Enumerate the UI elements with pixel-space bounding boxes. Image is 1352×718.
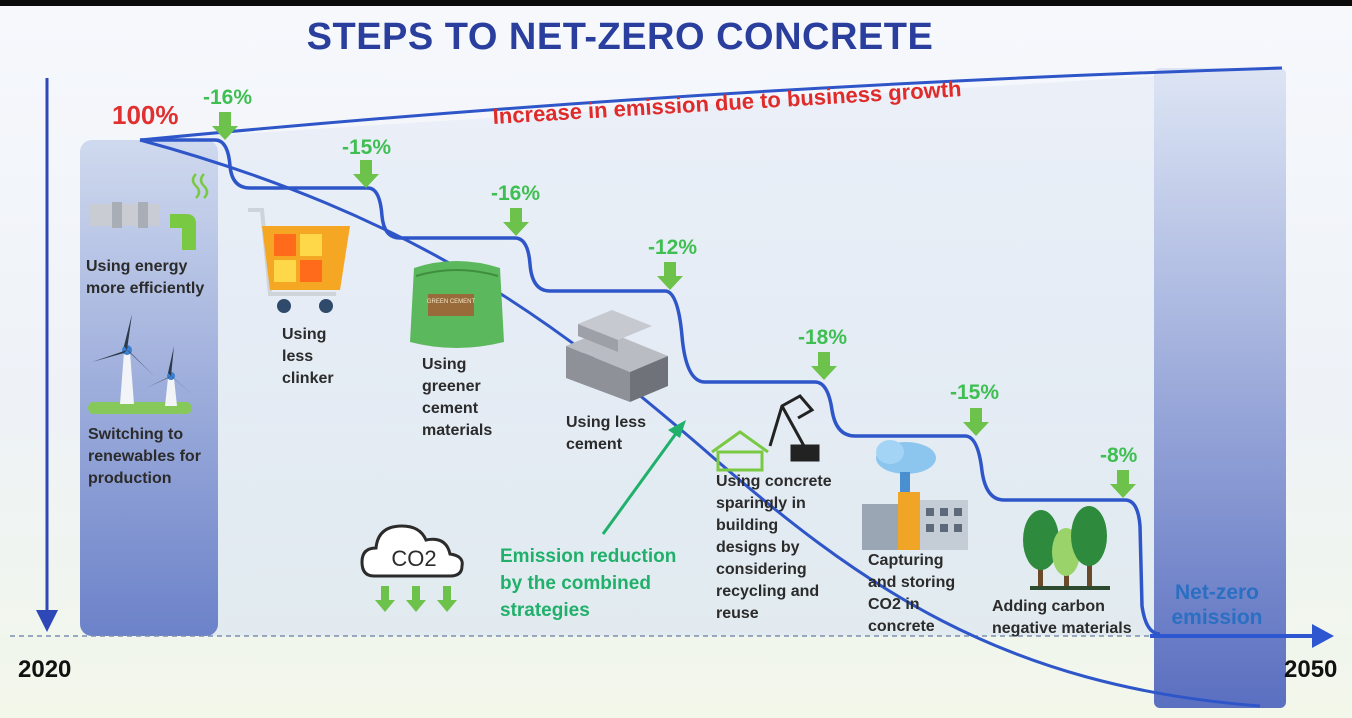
step-4-reduction: -12% <box>648 236 698 259</box>
start-value: 100% <box>112 100 179 130</box>
trees-icon <box>1023 506 1110 590</box>
end-year: 2050 <box>1284 656 1338 683</box>
reduction-pointer <box>601 427 682 535</box>
diagram-canvas: GREEN CEMENT <box>0 6 1352 718</box>
reduction-pointer-head <box>668 420 686 438</box>
down-arrow-icon <box>657 262 683 290</box>
down-arrow-icon <box>212 112 238 140</box>
co2-label: CO2 <box>391 546 436 571</box>
growth-line <box>139 66 1283 142</box>
emission-area <box>140 68 1282 636</box>
down-arrow-icon <box>811 352 837 380</box>
reduction-arrows <box>212 112 1136 498</box>
down-arrow-icon <box>353 160 379 188</box>
cement-sack-icon: GREEN CEMENT <box>410 261 504 348</box>
cart-icon <box>248 208 350 313</box>
concrete-blocks-icon <box>566 310 668 402</box>
net-zero-panel <box>1154 68 1286 708</box>
reduction-curve <box>139 138 1261 708</box>
carbon-capture-icon <box>862 440 968 550</box>
diagram-graphics: GREEN CEMENT <box>10 66 1334 708</box>
down-arrow-icon <box>963 408 989 436</box>
step-1-reduction: -16% <box>203 86 253 109</box>
step-line <box>140 138 1161 636</box>
step-2-reduction: -15% <box>342 136 392 159</box>
start-panel <box>80 140 218 636</box>
step-3-reduction: -16% <box>491 182 541 205</box>
recycle-building-icon <box>711 394 820 472</box>
sack-label: GREEN CEMENT <box>427 299 476 305</box>
step-7-reduction: -8% <box>1100 444 1138 467</box>
down-arrow-icon <box>1110 470 1136 498</box>
time-arrow-head <box>1312 624 1334 648</box>
page-title: STEPS TO NET-ZERO CONCRETE <box>306 16 934 58</box>
step-6-reduction: -15% <box>950 381 1000 404</box>
pipe-icon <box>90 173 209 250</box>
wind-turbine-icon <box>88 314 192 414</box>
time-axis-arrowhead <box>36 610 58 632</box>
start-year: 2020 <box>18 656 72 683</box>
co2-cloud-icon: CO2 <box>360 524 464 612</box>
step-5-reduction: -18% <box>798 326 848 349</box>
down-arrow-icon <box>503 208 529 236</box>
